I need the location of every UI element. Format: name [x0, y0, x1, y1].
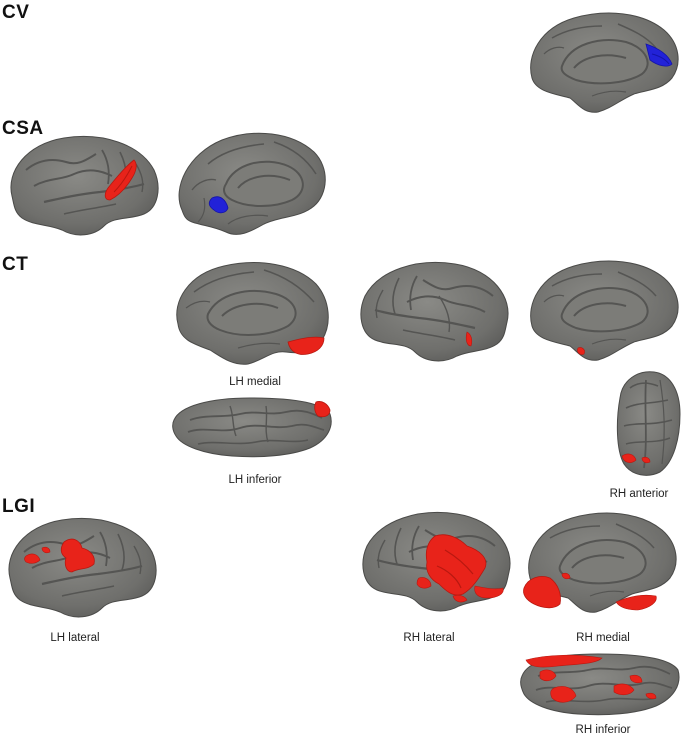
label-lgi-rh-lateral: RH lateral: [403, 632, 455, 644]
lgi-rh-medial-brain: [523, 512, 677, 613]
ct-rh-anterior-brain: [616, 371, 681, 476]
row-label-csa: CSA: [2, 118, 44, 139]
lgi-rh-lateral-brain: [362, 511, 511, 612]
cv-rh-medial-brain: [530, 12, 679, 113]
lgi-rh-inferior-brain: [520, 653, 680, 716]
ct-lh-medial-brain: [176, 262, 329, 365]
ct-rh-medial-brain: [530, 260, 679, 361]
label-ct-lh-medial: LH medial: [229, 376, 281, 388]
ct-lh-inferior-brain: [172, 397, 332, 458]
label-ct-rh-anterior: RH anterior: [609, 488, 669, 500]
row-label-ct: CT: [2, 254, 29, 275]
label-lgi-lh-lateral: LH lateral: [50, 632, 100, 644]
label-lgi-rh-inferior: RH inferior: [575, 724, 631, 736]
row-label-lgi: LGI: [2, 496, 36, 517]
label-lgi-rh-medial: RH medial: [576, 632, 630, 644]
row-label-cv: CV: [2, 2, 30, 23]
csa-lh-lateral-brain: [10, 135, 159, 236]
csa-lh-medial-brain: [178, 132, 326, 235]
ct-rh-lateral-brain: [360, 261, 509, 362]
label-ct-lh-inferior: LH inferior: [228, 474, 282, 486]
lgi-lh-lateral-brain: [8, 517, 157, 618]
